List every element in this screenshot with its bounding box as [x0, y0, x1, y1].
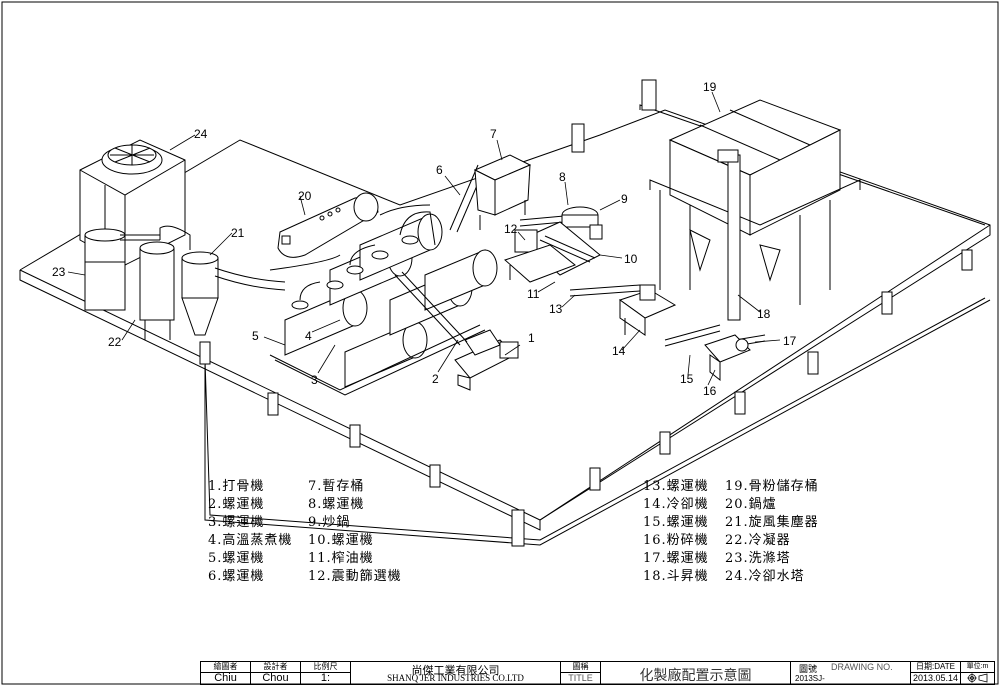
scale-cell: 比例尺 1: — [301, 662, 351, 684]
high-temp-cookers — [269, 204, 498, 396]
scale-label: 比例尺 — [301, 662, 350, 673]
vibrating-sieve — [504, 244, 576, 283]
grinder — [704, 334, 751, 382]
buffer-tank — [473, 154, 532, 230]
callout-13: 13 — [549, 302, 563, 316]
bone-crusher — [454, 329, 519, 391]
drawn-by-label: 繪圖者 — [201, 662, 250, 673]
legend-item: 22.冷凝器 — [725, 533, 791, 548]
legend-item: 12.震動篩選機 — [308, 569, 402, 584]
callout-17: 17 — [783, 334, 797, 348]
company-cell: 尚傑工業有限公司 SHANQ JER INDUSTRIES CO.LTD — [351, 662, 561, 684]
callout-19: 19 — [703, 80, 717, 94]
date-value: 2013.05.14 — [912, 673, 959, 683]
drawn-by-value: Chiu — [214, 672, 237, 684]
title-label: 圖稱 — [561, 662, 600, 673]
legend-item: 23.洗滌塔 — [725, 551, 791, 566]
callout-5: 5 — [252, 329, 259, 343]
callout-12: 12 — [504, 222, 518, 236]
callout-16: 16 — [703, 384, 717, 398]
title-label-en: TITLE — [568, 673, 593, 683]
fryer — [561, 206, 603, 240]
drawing-no-cell: 圖號 DRAWING NO. 2013SJ- — [791, 662, 911, 684]
cooler — [618, 284, 677, 336]
callout-14: 14 — [612, 344, 626, 358]
legend-item: 11.榨油機 — [308, 551, 374, 566]
callout-numbers: 1 2 3 4 5 6 7 8 9 10 11 12 13 14 15 16 1… — [52, 80, 797, 398]
company-name-en: SHANQ JER INDUSTRIES CO.LTD — [387, 673, 524, 683]
cyclone-dust-collector — [181, 251, 286, 336]
bucket-elevator — [717, 149, 741, 321]
legend-item: 3.螺運機 — [208, 515, 265, 530]
callout-22: 22 — [108, 335, 122, 349]
legend-item: 6.螺運機 — [208, 569, 265, 584]
date-label: 日期:DATE — [911, 662, 960, 673]
callout-4: 4 — [305, 329, 312, 343]
legend-item: 14.冷卻機 — [643, 497, 709, 512]
legend-item: 21.旋風集塵器 — [725, 515, 819, 530]
callout-7: 7 — [490, 127, 497, 141]
callout-23: 23 — [52, 265, 66, 279]
legend-item: 4.高溫蒸煮機 — [208, 533, 293, 548]
leader-lines — [67, 91, 781, 386]
unit-cell: 單位:m — [961, 662, 994, 684]
callout-6: 6 — [436, 163, 443, 177]
bone-meal-storage — [649, 99, 861, 320]
designer-value: Chou — [262, 672, 289, 684]
legend-item: 1.打骨機 — [208, 479, 265, 494]
scale-value: 1: — [320, 672, 331, 684]
legend-item: 9.炒鍋 — [308, 515, 351, 530]
callout-8: 8 — [559, 170, 566, 184]
title-cell: 化製廠配置示意圖 — [601, 662, 791, 684]
drawing-no-label-en: DRAWING NO. — [831, 662, 893, 672]
callout-11: 11 — [527, 287, 540, 301]
legend-item: 7.暫存桶 — [308, 479, 365, 494]
callout-15: 15 — [680, 372, 694, 386]
legend-item: 24.冷卻水塔 — [725, 569, 805, 584]
designer-cell: 設計者 Chou — [251, 662, 301, 684]
legend-item: 13.螺運機 — [643, 479, 709, 494]
callout-24: 24 — [194, 127, 208, 141]
date-cell: 日期:DATE 2013.05.14 — [911, 662, 961, 684]
drawing-title: 化製廠配置示意圖 — [639, 668, 752, 684]
drawn-by-cell: 繪圖者 Chiu — [201, 662, 251, 684]
perimeter-fence — [199, 79, 991, 547]
callout-21: 21 — [231, 226, 245, 240]
designer-label: 設計者 — [251, 662, 300, 673]
callout-1: 1 — [528, 331, 535, 345]
callout-10: 10 — [624, 252, 638, 266]
company-name-cn: 尚傑工業有限公司 — [411, 664, 500, 677]
callout-9: 9 — [621, 192, 628, 206]
title-block: 繪圖者 Chiu 設計者 Chou 比例尺 1: 尚傑工業有限公司 SHANQ … — [200, 661, 995, 685]
drawing-no-label: 圖號 — [799, 664, 818, 674]
callout-18: 18 — [757, 307, 771, 321]
legend-item: 19.骨粉儲存桶 — [725, 479, 819, 494]
scrubber-tower — [84, 228, 160, 311]
boiler — [277, 192, 379, 258]
callout-3: 3 — [311, 373, 318, 387]
condenser — [139, 225, 191, 340]
legend-item: 15.螺運機 — [643, 515, 709, 530]
legend-item: 8.螺運機 — [308, 497, 365, 512]
legend-item: 5.螺運機 — [208, 551, 265, 566]
projection-symbol-icon — [961, 673, 994, 684]
legend-item: 2.螺運機 — [208, 497, 265, 512]
legend-item: 18.斗昇機 — [643, 569, 709, 584]
drawing-no-value: 2013SJ- — [795, 674, 825, 683]
legend-item: 17.螺運機 — [643, 551, 709, 566]
screw-conveyors — [394, 164, 766, 347]
callout-2: 2 — [432, 372, 439, 386]
legend-item: 10.螺運機 — [308, 533, 374, 548]
legend-item: 20.鍋爐 — [725, 497, 777, 512]
unit-label: 單位:m — [961, 662, 994, 673]
floor-slab — [19, 109, 991, 531]
title-label-cell: 圖稱 TITLE — [561, 662, 601, 684]
legend-item: 16.粉碎機 — [643, 533, 709, 548]
callout-20: 20 — [298, 189, 312, 203]
